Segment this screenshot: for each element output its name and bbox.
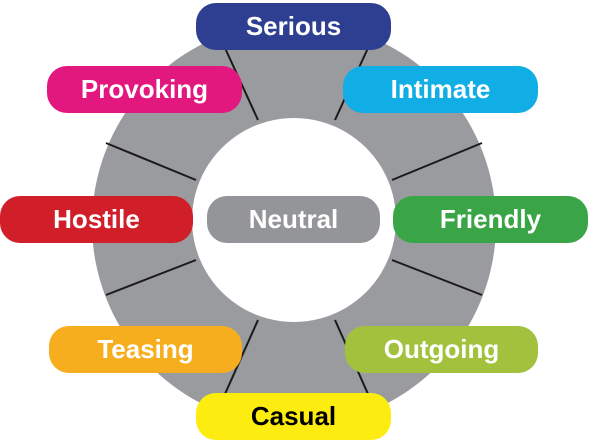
node-hostile: Hostile — [0, 196, 193, 243]
node-casual: Casual — [196, 393, 391, 440]
center-node-neutral: Neutral — [207, 196, 380, 243]
node-teasing: Teasing — [49, 326, 242, 373]
ring-divider — [105, 259, 197, 296]
node-friendly: Friendly — [393, 196, 588, 243]
node-provoking: Provoking — [47, 66, 242, 113]
ring-divider — [391, 259, 483, 296]
ring-divider — [105, 142, 197, 181]
node-serious: Serious — [196, 3, 391, 50]
node-intimate: Intimate — [343, 66, 538, 113]
ring-divider — [391, 142, 483, 181]
node-outgoing: Outgoing — [345, 326, 538, 373]
ring-band — [92, 22, 497, 426]
